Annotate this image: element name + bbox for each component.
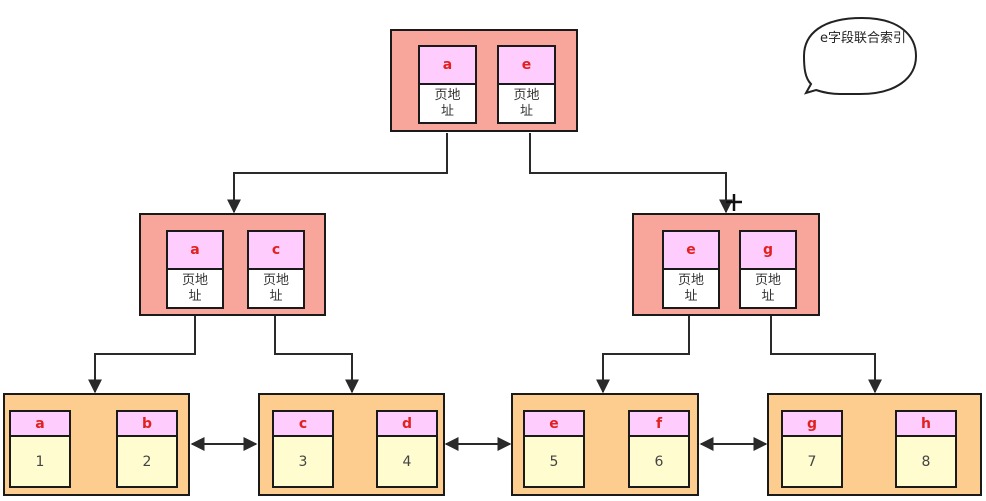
entry-page-address: 页地址 [664,270,718,307]
cursor-crosshair-icon [726,194,742,211]
entry-key: d [378,412,436,437]
internal-1-entry-1: a 页地址 [166,230,224,309]
entry-value: 1 [35,453,45,470]
entry-page-address: 页地址 [420,85,475,122]
internal-1-entry-2: c 页地址 [247,230,305,309]
edge-internal-c-to-leaf-2 [274,316,359,394]
edge-internal-e-to-leaf-3 [596,316,690,394]
entry-key: c [274,412,332,437]
entry-value: 3 [298,453,308,470]
entry-key: g [741,232,795,270]
leaf-node-3: e 5 f 6 [511,393,699,496]
root-entry-2: e 页地址 [497,45,556,124]
edge-internal-g-to-leaf-4 [770,316,882,394]
entry-key: a [168,232,222,270]
entry-page-address: 页地址 [249,270,303,307]
entry-key: a [11,412,69,437]
leaf-4-entry-1: g 7 [781,410,843,488]
leaf-3-entry-1: e 5 [523,410,585,488]
leaf-2-entry-2: d 4 [376,410,438,488]
entry-value: 2 [142,453,152,470]
entry-value: 7 [807,453,817,470]
entry-key: a [420,47,475,85]
entry-page-address: 页地址 [168,270,222,307]
entry-value: 4 [402,453,412,470]
entry-value: 8 [921,453,931,470]
root-node: a 页地址 e 页地址 [390,29,578,132]
edge-root-e-to-internal-2 [529,133,733,214]
leaf-2-entry-1: c 3 [272,410,334,488]
entry-key: e [664,232,718,270]
edge-internal-a-to-leaf-1 [88,316,196,394]
leaf-4-entry-2: h 8 [895,410,957,488]
entry-key: h [897,412,955,437]
entry-value: 6 [654,453,664,470]
entry-page-address: 页地址 [499,85,554,122]
edge-root-a-to-internal-1 [227,133,448,214]
internal-2-entry-2: g 页地址 [739,230,797,309]
entry-key: b [118,412,176,437]
leaf-node-4: g 7 h 8 [767,393,982,496]
internal-node-1: a 页地址 c 页地址 [139,213,326,316]
leaf-node-1: a 1 b 2 [3,393,190,496]
leaf-1-entry-1: a 1 [9,410,71,488]
root-entry-1: a 页地址 [418,45,477,124]
internal-2-entry-1: e 页地址 [662,230,720,309]
leaf-node-2: c 3 d 4 [258,393,445,496]
entry-key: e [525,412,583,437]
leaf-1-entry-2: b 2 [116,410,178,488]
entry-page-address: 页地址 [741,270,795,307]
entry-key: g [783,412,841,437]
entry-key: f [630,412,688,437]
entry-key: e [499,47,554,85]
internal-node-2: e 页地址 g 页地址 [632,213,820,316]
entry-value: 5 [549,453,559,470]
entry-key: c [249,232,303,270]
callout-text: e字段联合索引 [820,31,906,46]
leaf-3-entry-2: f 6 [628,410,690,488]
